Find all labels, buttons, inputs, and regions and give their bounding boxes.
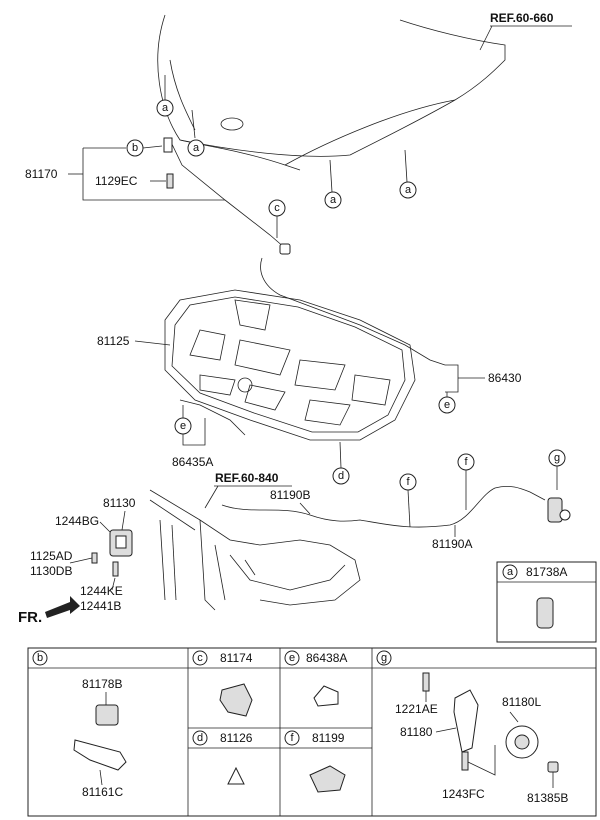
part-1129ec[interactable]: 1129EC bbox=[95, 174, 138, 188]
svg-text:d: d bbox=[338, 470, 344, 482]
nut-81385b bbox=[547, 761, 559, 773]
svg-text:e: e bbox=[180, 420, 186, 432]
hood-stay-rod bbox=[163, 137, 291, 255]
part-86430[interactable]: 86430 bbox=[488, 371, 522, 385]
hood-latch bbox=[109, 529, 133, 557]
part-12441b[interactable]: 12441B bbox=[80, 599, 121, 613]
callout-f-2[interactable]: f bbox=[457, 453, 475, 510]
callout-c[interactable]: c bbox=[268, 199, 286, 238]
part-1130db[interactable]: 1130DB bbox=[30, 564, 72, 578]
part-81130[interactable]: 81130 bbox=[103, 496, 136, 510]
svg-text:a: a bbox=[330, 194, 337, 206]
legend-cell-b: b 81178B 81161C bbox=[32, 650, 127, 799]
legend-f-part[interactable]: 81199 bbox=[312, 731, 345, 745]
hood-insulator-pad bbox=[164, 289, 416, 441]
callout-d[interactable]: d bbox=[332, 441, 350, 485]
clip-86438a bbox=[313, 685, 339, 707]
callout-e-1[interactable]: e bbox=[438, 392, 456, 414]
fr-label: FR. bbox=[18, 609, 42, 626]
ref-hood-leader bbox=[479, 25, 493, 51]
release-lever-81180 bbox=[453, 689, 479, 753]
svg-text:e: e bbox=[289, 652, 295, 664]
svg-text:c: c bbox=[274, 202, 280, 214]
svg-text:a: a bbox=[162, 102, 169, 114]
svg-text:a: a bbox=[193, 142, 200, 154]
legend-g-1243fc[interactable]: 1243FC bbox=[442, 787, 485, 801]
legend-b-part-bottom[interactable]: 81161C bbox=[82, 785, 123, 799]
callout-e-2[interactable]: e bbox=[174, 405, 192, 435]
callout-g[interactable]: g bbox=[548, 449, 566, 490]
screw-1243fc bbox=[461, 751, 469, 771]
legend-d-part[interactable]: 81126 bbox=[220, 731, 253, 745]
svg-text:b: b bbox=[37, 652, 43, 664]
svg-text:g: g bbox=[554, 452, 560, 464]
release-handle bbox=[547, 497, 571, 523]
clip-81174 bbox=[219, 683, 253, 717]
legend-box-a: a 81738A bbox=[496, 561, 597, 643]
legend-cell-g: g 1221AE 81180 81180L 1243FC 81385B bbox=[376, 650, 568, 805]
svg-text:a: a bbox=[405, 184, 412, 196]
legend-cell-c: c 81174 bbox=[192, 650, 253, 717]
legend-grid bbox=[27, 647, 597, 817]
svg-text:f: f bbox=[464, 456, 468, 468]
legend-g-81180l[interactable]: 81180L bbox=[502, 695, 541, 709]
bracket-86430 bbox=[445, 364, 459, 393]
callout-a-1[interactable]: a bbox=[156, 75, 174, 117]
legend-cell-d: d 81126 bbox=[192, 730, 253, 785]
clip-81126 bbox=[227, 766, 245, 785]
clip-81161c bbox=[73, 739, 127, 771]
legend-a-part[interactable]: 81738A bbox=[526, 565, 567, 579]
bracket-81170 bbox=[82, 148, 225, 201]
ref-hood-label[interactable]: REF.60-660 bbox=[490, 11, 554, 25]
svg-text:b: b bbox=[132, 142, 138, 154]
svg-text:g: g bbox=[381, 652, 387, 664]
callout-b[interactable]: b bbox=[126, 139, 163, 157]
hood-outer-panel bbox=[157, 14, 506, 171]
part-1244ke[interactable]: 1244KE bbox=[80, 584, 123, 598]
screw-1221ae bbox=[422, 672, 430, 692]
svg-text:a: a bbox=[507, 566, 514, 578]
legend-g-81180[interactable]: 81180 bbox=[400, 725, 433, 739]
hood-release-cable bbox=[221, 485, 546, 528]
bumper-81738a bbox=[536, 597, 554, 629]
svg-text:e: e bbox=[444, 399, 450, 411]
grommet-81178b bbox=[95, 704, 119, 726]
part-81190a[interactable]: 81190A bbox=[432, 537, 472, 551]
part-81190b[interactable]: 81190B bbox=[270, 488, 310, 502]
svg-text:d: d bbox=[197, 732, 203, 744]
legend-g-1221ae[interactable]: 1221AE bbox=[395, 702, 438, 716]
svg-text:c: c bbox=[197, 652, 203, 664]
part-1244bg[interactable]: 1244BG bbox=[55, 514, 99, 528]
callout-a-2[interactable]: a bbox=[187, 109, 205, 157]
callout-a-3[interactable]: a bbox=[324, 159, 342, 209]
part-81170[interactable]: 81170 bbox=[25, 167, 58, 181]
legend-c-part[interactable]: 81174 bbox=[220, 651, 253, 665]
legend-e-part[interactable]: 86438A bbox=[306, 651, 347, 665]
callout-f-1[interactable]: f bbox=[399, 473, 417, 528]
legend-cell-e: e 86438A bbox=[284, 650, 347, 707]
clip-81199 bbox=[309, 765, 346, 793]
legend-b-part-top[interactable]: 81178B bbox=[82, 677, 122, 691]
bolt-1125ad bbox=[91, 552, 98, 564]
bolt-1244ke bbox=[112, 561, 119, 577]
front-arrow-icon bbox=[45, 596, 80, 618]
front-end-module bbox=[149, 489, 361, 611]
svg-text:f: f bbox=[406, 476, 410, 488]
legend-g-81385b[interactable]: 81385B bbox=[527, 791, 568, 805]
legend-cell-f: f 81199 bbox=[284, 730, 346, 793]
svg-text:f: f bbox=[290, 732, 294, 744]
part-81125[interactable]: 81125 bbox=[97, 334, 130, 348]
seal-86435a bbox=[179, 399, 246, 436]
part-1125ad[interactable]: 1125AD bbox=[30, 549, 73, 563]
callout-a-4[interactable]: a bbox=[399, 149, 417, 199]
ref-front-label[interactable]: REF.60-840 bbox=[215, 471, 279, 485]
part-86435a[interactable]: 86435A bbox=[172, 455, 213, 469]
hood-seal-strip bbox=[260, 257, 446, 366]
